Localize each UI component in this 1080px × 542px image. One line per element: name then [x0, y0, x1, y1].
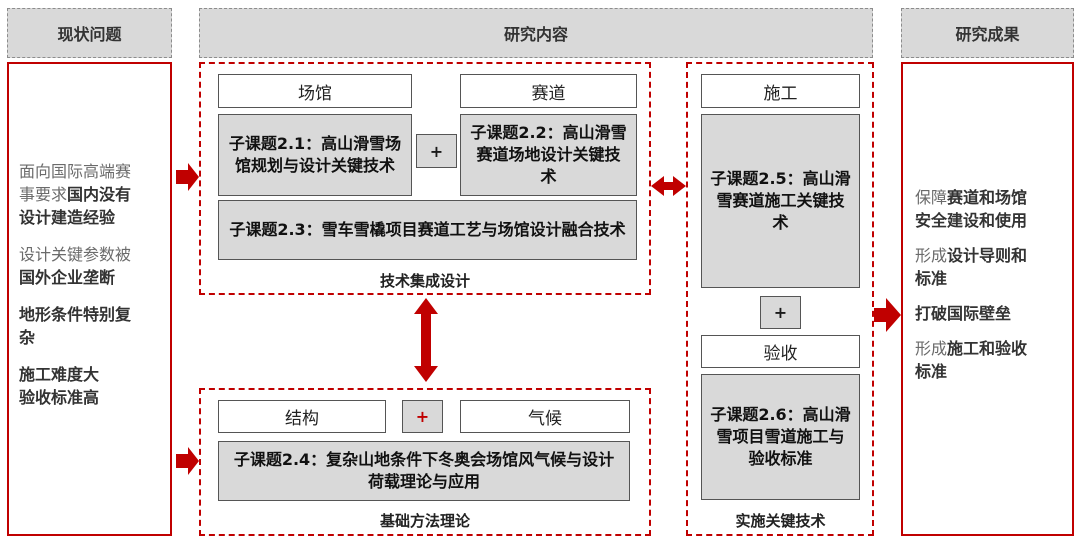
arrow-right-results-icon: [874, 298, 901, 332]
problem-text-bold: 设计建造经验: [19, 208, 116, 227]
arrow-right-top-icon: [176, 163, 199, 191]
current-problems-panel: 面向国际高端赛 事要求国内没有 设计建造经验 设计关键参数被 国外企业垄断 地形…: [7, 62, 172, 536]
result-text: 形成施工和验收: [915, 337, 1072, 360]
basic-group-caption: 基础方法理论: [340, 510, 510, 531]
plus-sign-design: +: [416, 134, 457, 168]
label-construction-text: 施工: [763, 83, 798, 104]
label-acceptance-text: 验收: [763, 344, 798, 364]
design-group-caption-text: 技术集成设计: [379, 272, 470, 290]
subtopic-2-2-text: 子课题2.2：高山滑雪赛道场地设计关键技术: [470, 123, 627, 186]
problem-text-bold: 国外企业垄断: [19, 268, 116, 287]
problem-text-bold: 施工难度大: [19, 365, 100, 384]
result-text-bold: 设计导则和: [947, 246, 1028, 265]
subtopic-2-4: 子课题2.4：复杂山地条件下冬奥会场馆风气候与设计荷载理论与应用: [218, 441, 630, 501]
label-construction: 施工: [701, 74, 860, 108]
result-text-bold: 打破国际壁垒: [915, 304, 1012, 323]
result-text-normal: 形成: [915, 246, 948, 265]
header-research-content: 研究内容: [199, 8, 873, 58]
result-text-bold: 标准: [915, 362, 948, 381]
result-text-bold: 赛道和场馆: [947, 188, 1028, 207]
result-construction-standard: 形成施工和验收 标准: [915, 337, 1072, 383]
header-current-problems-text: 现状问题: [57, 25, 122, 44]
arrow-right-bottom-icon: [176, 447, 199, 475]
problem-text-normal: 事要求: [19, 185, 68, 204]
result-text: 保障赛道和场馆: [915, 186, 1072, 209]
problem-construction: 施工难度大 验收标准高: [19, 363, 170, 409]
research-results-panel: 保障赛道和场馆 安全建设和使用 形成设计导则和 标准 打破国际壁垒 形成施工和验…: [901, 62, 1074, 536]
result-text-normal: 保障: [915, 188, 948, 207]
subtopic-2-3: 子课题2.3：雪车雪橇项目赛道工艺与场馆设计融合技术: [218, 200, 637, 260]
label-track: 赛道: [460, 74, 637, 108]
problem-text: 设计关键参数被: [19, 245, 132, 264]
problem-text-bold: 验收标准高: [19, 388, 100, 407]
label-structure-text: 结构: [285, 409, 319, 429]
header-research-content-text: 研究内容: [503, 25, 568, 44]
design-group-caption: 技术集成设计: [340, 270, 510, 291]
plus-text: +: [429, 141, 444, 161]
implementation-group-caption-text: 实施关键技术: [735, 512, 826, 530]
problem-monopoly: 设计关键参数被 国外企业垄断: [19, 243, 170, 289]
subtopic-2-2: 子课题2.2：高山滑雪赛道场地设计关键技术: [460, 114, 637, 196]
result-text-bold: 安全建设和使用: [915, 211, 1028, 230]
result-safety: 保障赛道和场馆 安全建设和使用: [915, 186, 1072, 232]
label-climate-text: 气候: [528, 409, 562, 429]
label-structure: 结构: [218, 400, 386, 433]
problem-no-experience: 面向国际高端赛 事要求国内没有 设计建造经验: [19, 160, 170, 229]
plus-text: +: [415, 407, 430, 426]
problem-text: 面向国际高端赛: [19, 162, 132, 181]
subtopic-2-6: 子课题2.6：高山滑雪项目雪道施工与验收标准: [701, 374, 860, 500]
implementation-group-caption: 实施关键技术: [703, 510, 858, 531]
problem-text-bold: 地形条件特别复: [19, 305, 132, 324]
subtopic-2-5-text: 子课题2.5：高山滑雪赛道施工关键技术: [710, 169, 851, 232]
plus-sign-impl: +: [760, 296, 801, 329]
header-research-results: 研究成果: [901, 8, 1074, 58]
label-acceptance: 验收: [701, 335, 860, 368]
arrow-bidirectional-vertical-icon: [414, 298, 438, 382]
subtopic-2-1-text: 子课题2.1：高山滑雪场馆规划与设计关键技术: [228, 134, 402, 175]
problem-text: 事要求国内没有: [19, 183, 170, 206]
plus-sign-basic: +: [402, 400, 443, 433]
problem-terrain: 地形条件特别复 杂: [19, 303, 170, 349]
subtopic-2-1: 子课题2.1：高山滑雪场馆规划与设计关键技术: [218, 114, 412, 196]
basic-theory-group: [199, 388, 651, 536]
basic-group-caption-text: 基础方法理论: [379, 512, 470, 530]
subtopic-2-3-text: 子课题2.3：雪车雪橇项目赛道工艺与场馆设计融合技术: [229, 220, 626, 239]
header-research-results-text: 研究成果: [955, 25, 1020, 44]
result-text-bold: 标准: [915, 269, 948, 288]
label-venue: 场馆: [218, 74, 412, 108]
implementation-group: [686, 62, 874, 536]
subtopic-2-4-text: 子课题2.4：复杂山地条件下冬奥会场馆风气候与设计荷载理论与应用: [233, 450, 615, 491]
label-track-text: 赛道: [531, 83, 566, 104]
result-text: 形成设计导则和: [915, 244, 1072, 267]
label-climate: 气候: [460, 400, 630, 433]
problem-text-bold: 国内没有: [67, 185, 132, 204]
result-design-guide: 形成设计导则和 标准: [915, 244, 1072, 290]
result-break-barriers: 打破国际壁垒: [915, 302, 1072, 325]
header-current-problems: 现状问题: [7, 8, 172, 58]
subtopic-2-5: 子课题2.5：高山滑雪赛道施工关键技术: [701, 114, 860, 288]
label-venue-text: 场馆: [298, 83, 332, 104]
plus-text: +: [773, 303, 788, 322]
subtopic-2-6-text: 子课题2.6：高山滑雪项目雪道施工与验收标准: [710, 405, 851, 468]
design-group: [199, 62, 651, 295]
result-text-normal: 形成: [915, 339, 948, 358]
result-text-bold: 施工和验收: [947, 339, 1028, 358]
arrow-bidirectional-horizontal-icon: [651, 176, 686, 196]
problem-text-bold: 杂: [19, 328, 36, 347]
